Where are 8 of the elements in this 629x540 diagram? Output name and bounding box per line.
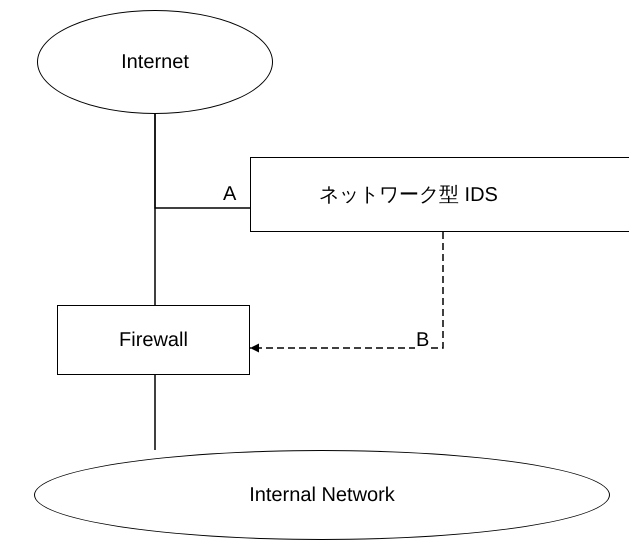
internet-ellipse: Internet: [37, 10, 273, 114]
connector-line: [154, 375, 156, 450]
network-ellipse: Internal Network: [34, 450, 610, 540]
arrow: [250, 232, 444, 352]
firewall-box: Firewall: [57, 305, 250, 375]
connector-line: [154, 114, 250, 209]
ids-box: ネットワーク型 IDS: [250, 157, 629, 232]
edge-label: B: [415, 330, 430, 350]
